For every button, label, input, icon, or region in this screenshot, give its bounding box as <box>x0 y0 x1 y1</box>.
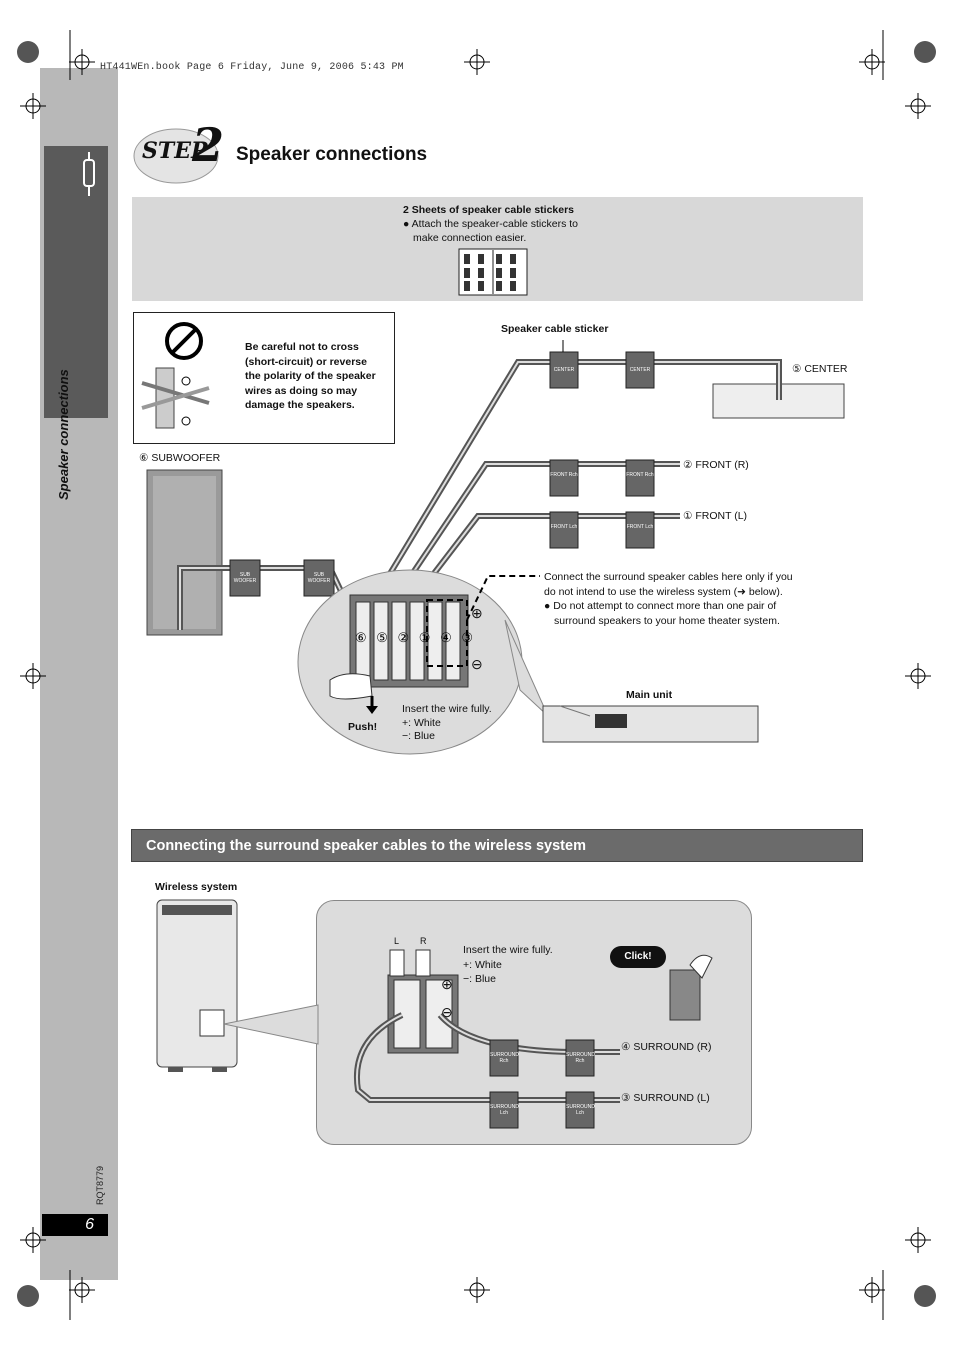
sidebar-tab <box>44 146 108 418</box>
minus-symbol: ⊖ <box>471 656 483 672</box>
banner-title: Connecting the surround speaker cables t… <box>146 838 586 854</box>
surround-note: Connect the surround speaker cables here… <box>544 570 793 628</box>
wireless-wiring-diagram <box>354 949 713 1129</box>
page-title: Speaker connections <box>236 144 428 165</box>
sticker-bullet-1: ● Attach the speaker-cable stickers to <box>403 218 579 230</box>
warning-line: Be careful not to cross <box>245 341 359 353</box>
no-short-circuit-icon <box>141 322 210 429</box>
main-unit-label: Main unit <box>626 689 673 701</box>
insert-line: −: Blue <box>402 730 435 742</box>
wireless-label: Wireless system <box>155 881 238 893</box>
warning-text: Be careful not to cross (short-circuit) … <box>245 340 390 413</box>
insert-line: Insert the wire fully. <box>402 703 492 715</box>
file-header: HT441WEn.book Page 6 Friday, June 9, 200… <box>100 62 404 73</box>
click-badge: Click! <box>610 946 666 968</box>
tag-text: SURROUND Lch <box>490 1104 519 1116</box>
wireless-system-shape <box>156 899 238 1072</box>
front-r-label: ② FRONT (R) <box>683 459 749 471</box>
tag-text: FRONT Rch <box>626 472 654 478</box>
tag-text: SURROUND Rch <box>490 1052 519 1064</box>
wireless-insert-instructions: Insert the wire fully. +: White −: Blue <box>463 943 553 987</box>
insert-line: Insert the wire fully. <box>463 944 553 956</box>
minus-symbol: ⊖ <box>441 1004 453 1020</box>
warning-line: wires as doing so may <box>245 384 358 397</box>
surround-r-label: ④ SURROUND (R) <box>621 1041 712 1053</box>
tag-text: FRONT Lch <box>626 524 654 530</box>
plus-symbol: ⊕ <box>441 976 453 992</box>
step-number: 2 <box>192 118 225 172</box>
terminal-l-label: L <box>394 936 400 946</box>
sticker-heading: 2 Sheets of speaker cable stickers <box>403 204 575 216</box>
surround-l-label: ③ SURROUND (L) <box>621 1092 710 1104</box>
tag-text: SUB WOOFER <box>233 572 257 584</box>
step-badge <box>133 128 219 184</box>
plug-icon <box>83 152 95 196</box>
tag-text: SURROUND Rch <box>566 1052 595 1064</box>
speaker-wiring-diagram <box>146 340 845 755</box>
note-line: surround speakers to your home theater s… <box>554 614 780 627</box>
subwoofer-label: ⑥ SUBWOOFER <box>139 452 221 464</box>
sticker-bullet-2: make connection easier. <box>413 232 527 244</box>
insert-line: +: White <box>402 716 441 729</box>
front-l-label: ① FRONT (L) <box>683 510 748 522</box>
page-number: 6 <box>42 1214 108 1236</box>
warning-line: (short-circuit) or reverse <box>245 355 367 368</box>
insert-line: +: White <box>463 958 502 971</box>
zoom-pointer <box>224 1004 319 1045</box>
push-label: Push! <box>348 721 378 733</box>
insert-instructions: Insert the wire fully. +: White −: Blue <box>402 703 492 744</box>
sticker-sheet-icon <box>458 248 528 296</box>
section-banner: Connecting the surround speaker cables t… <box>131 829 863 862</box>
center-label: ⑤ CENTER <box>792 363 848 375</box>
tag-text: SURROUND Lch <box>566 1104 595 1116</box>
tag-text: FRONT Lch <box>550 524 578 530</box>
insert-line: −: Blue <box>463 973 496 985</box>
warning-box <box>133 312 395 444</box>
warning-line: damage the speakers. <box>245 399 355 411</box>
tag-text: FRONT Rch <box>550 472 578 478</box>
tag-text: SUB WOOFER <box>307 572 331 584</box>
sticker-callout: Speaker cable sticker <box>501 323 609 335</box>
note-line: ● Do not attempt to connect more than on… <box>544 600 777 612</box>
tag-text: CENTER <box>629 367 651 373</box>
note-line: Connect the surround speaker cables here… <box>544 571 793 583</box>
warning-line: the polarity of the speaker <box>245 370 376 382</box>
sticker-info: 2 Sheets of speaker cable stickers ● Att… <box>403 203 578 245</box>
step-word: STEP <box>142 138 208 164</box>
tag-text: CENTER <box>553 367 575 373</box>
terminal-numbers: ⑥ ⑤ ② ① ④ ③ <box>355 630 476 645</box>
note-line: do not intend to use the wireless system… <box>544 585 783 598</box>
plus-symbol: ⊕ <box>471 605 483 621</box>
terminal-r-label: R <box>420 936 427 946</box>
